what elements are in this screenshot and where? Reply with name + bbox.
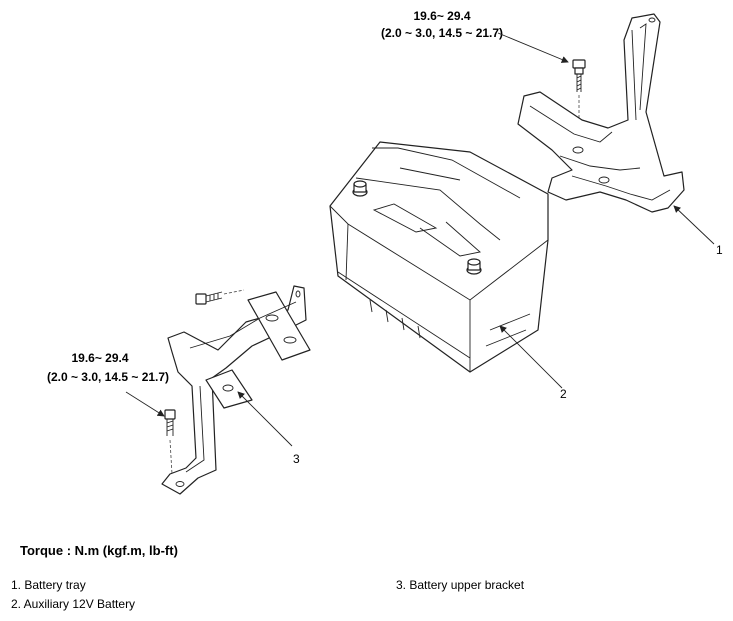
legend-item-upper-bracket: 3. Battery upper bracket [396, 578, 525, 592]
callout-3-number: 3 [293, 452, 300, 466]
torque-left-detail: (2.0 ~ 3.0, 14.5 ~ 21.7) [47, 370, 169, 384]
torque-units-heading: Torque : N.m (kgf.m, lb-ft) [20, 543, 178, 558]
torque-left-leader [125, 391, 165, 417]
bracket-bolt-lower-axis [169, 439, 173, 475]
callout-3-leader [237, 391, 293, 447]
torque-upper-leader [497, 32, 569, 63]
torque-upper-detail: (2.0 ~ 3.0, 14.5 ~ 21.7) [381, 26, 503, 40]
callout-2-leader [499, 325, 563, 389]
torque-label-upper: 19.6~ 29.4 (2.0 ~ 3.0, 14.5 ~ 21.7) [381, 9, 503, 40]
legend-item-battery-tray: 1. Battery tray [11, 578, 86, 592]
legend-item-auxiliary-battery: 2. Auxiliary 12V Battery [11, 597, 136, 611]
callout-1-leader [673, 205, 715, 245]
battery-tray [517, 13, 685, 213]
tray-bolt [572, 59, 586, 92]
bracket-bolt-lower [164, 409, 176, 436]
battery-assembly-diagram: 19.6~ 29.4 (2.0 ~ 3.0, 14.5 ~ 21.7) 1 [47, 9, 723, 495]
callout-2-number: 2 [560, 387, 567, 401]
auxiliary-battery [329, 141, 549, 373]
torque-label-left: 19.6~ 29.4 (2.0 ~ 3.0, 14.5 ~ 21.7) [47, 351, 169, 384]
torque-left-value: 19.6~ 29.4 [71, 351, 128, 365]
bracket-bolt-upper [195, 291, 223, 305]
torque-upper-value: 19.6~ 29.4 [413, 9, 470, 23]
battery-upper-bracket [161, 285, 311, 495]
callout-1-number: 1 [716, 243, 723, 257]
bracket-bolt-upper-axis [223, 289, 245, 295]
